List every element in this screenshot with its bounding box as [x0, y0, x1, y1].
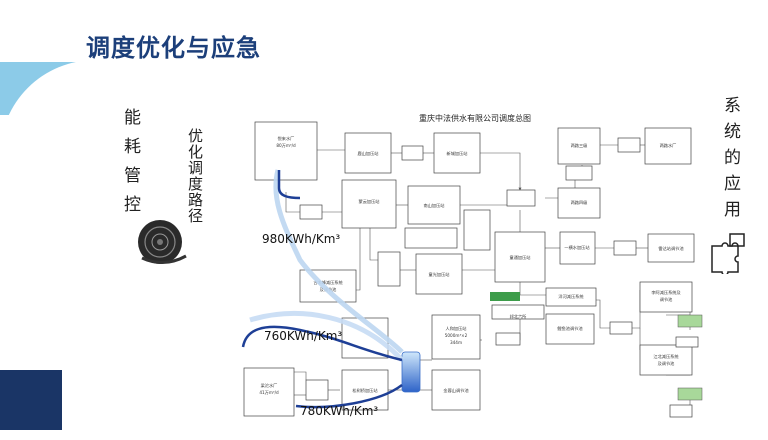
label-tiancheng: 新城加压站: [447, 150, 468, 157]
label-plant-a-1: 悦来水厂: [278, 135, 295, 142]
node-plant-b: [243, 367, 295, 417]
node-small-5: [463, 209, 491, 251]
node-small-2: [299, 204, 323, 220]
node-libo: [639, 281, 693, 313]
label-renhe-2: 5000m³×2: [445, 333, 468, 338]
flow-path-dark-2: [241, 325, 403, 362]
label-lushan: 鹿山加压站: [358, 150, 379, 157]
flow-path-light-1: [273, 169, 404, 354]
label-leiyun: 雷达站调节池: [658, 245, 684, 252]
node-small-7: [617, 137, 641, 153]
green-tag-2: [677, 314, 703, 328]
label-jiyuchi: 鲤鱼池调节池: [557, 325, 583, 332]
energy-label-2: 760KWh/Km³: [264, 329, 342, 343]
node-nanshan: [407, 185, 461, 225]
optimized-path-label: 优化调度路径: [186, 128, 204, 224]
node-small-15: [675, 336, 699, 348]
label-renhe-3: 344m: [450, 340, 462, 345]
green-tag-1: [490, 292, 520, 301]
node-small-13: [305, 379, 329, 401]
label-liangsi: 两路四级: [571, 199, 589, 206]
dispatch-diagram: 重庆中法供水有限公司调度总图: [241, 113, 703, 418]
label-libo-1: 李阿减压系统及: [651, 289, 681, 296]
node-mengyun: [341, 179, 397, 229]
node-small-8: [565, 165, 593, 181]
energy-control-label: 能耗管控: [120, 108, 140, 224]
flow-path-dark-1: [277, 170, 301, 200]
node-jiangbei: [639, 344, 693, 376]
label-jiangbei-2: 及调节池: [658, 360, 676, 367]
label-nanshan: 南山加压站: [424, 202, 445, 209]
label-bangbei: 邦北六所: [510, 313, 527, 320]
node-small-14: [669, 404, 693, 418]
node-small-12: [495, 332, 521, 346]
node-renhe: [431, 314, 481, 360]
node-tongda: [494, 231, 546, 283]
node-small-1: [401, 145, 424, 161]
node-guangzhou: [415, 253, 463, 295]
node-liangsi: [557, 187, 601, 219]
puzzle-icon: [711, 233, 745, 274]
header-white: [0, 0, 768, 62]
label-guangzhou: 童光加压站: [429, 271, 450, 278]
label-jiangbei-1: 江北减压系统: [653, 353, 678, 360]
flow-path-light-2: [249, 311, 404, 362]
energy-label-1: 980KWh/Km³: [262, 232, 340, 246]
label-yiguan: 一横水加压站: [564, 244, 589, 251]
node-songshu: [341, 369, 389, 411]
label-jingu: 金蓉山调节池: [443, 387, 469, 394]
node-liangsan: [557, 127, 601, 165]
node-small-6: [506, 189, 536, 207]
node-yiguan: [559, 231, 596, 265]
node-small-11: [491, 304, 545, 320]
node-plant-a: [254, 121, 318, 181]
node-leiyun: [647, 233, 695, 263]
label-plant-b-1: 梁沱水厂: [261, 382, 278, 389]
label-guyu-1: 古木峰减压系统: [313, 279, 342, 286]
label-songshu: 松树桥加压站: [352, 387, 377, 394]
green-tag-3: [677, 387, 703, 401]
node-small-4: [377, 251, 401, 287]
flow-path-dark-3: [295, 384, 403, 409]
label-yanghe: 洋河减压系统: [558, 293, 583, 300]
node-plant-c: [644, 127, 692, 165]
node-tiancheng: [433, 132, 481, 174]
node-yanghe: [545, 287, 597, 307]
page-title: 调度优化与应急: [86, 34, 261, 62]
diagram-title: 重庆中法供水有限公司调度总图: [419, 113, 531, 123]
node-small-9: [613, 240, 637, 256]
label-plant-a-2: 80万m³/d: [276, 143, 296, 149]
label-mengyun: 蒙云加压站: [359, 198, 380, 205]
node-lushan: [344, 132, 392, 174]
corner-accent: [0, 370, 62, 430]
label-liangsan: 两路三级: [571, 142, 589, 149]
label-plant-b-2: 41万m³/d: [259, 390, 279, 396]
node-guyu: [299, 269, 357, 303]
system-application-label: 系统的应用: [720, 96, 740, 226]
node-jiyuchi: [545, 313, 595, 345]
node-jingu: [431, 369, 481, 411]
energy-label-3: 780KWh/Km³: [300, 404, 378, 418]
label-tongda: 童通加压站: [510, 254, 531, 261]
label-libo-2: 调节池: [660, 296, 673, 303]
node-small-10: [609, 321, 633, 335]
reservoir-tank: [401, 351, 421, 393]
ink-seal-icon: [138, 220, 187, 264]
label-plant-c: 两路水厂: [660, 142, 677, 149]
label-renhe-1: 人和加压站: [446, 325, 467, 332]
node-small-3: [404, 227, 458, 249]
